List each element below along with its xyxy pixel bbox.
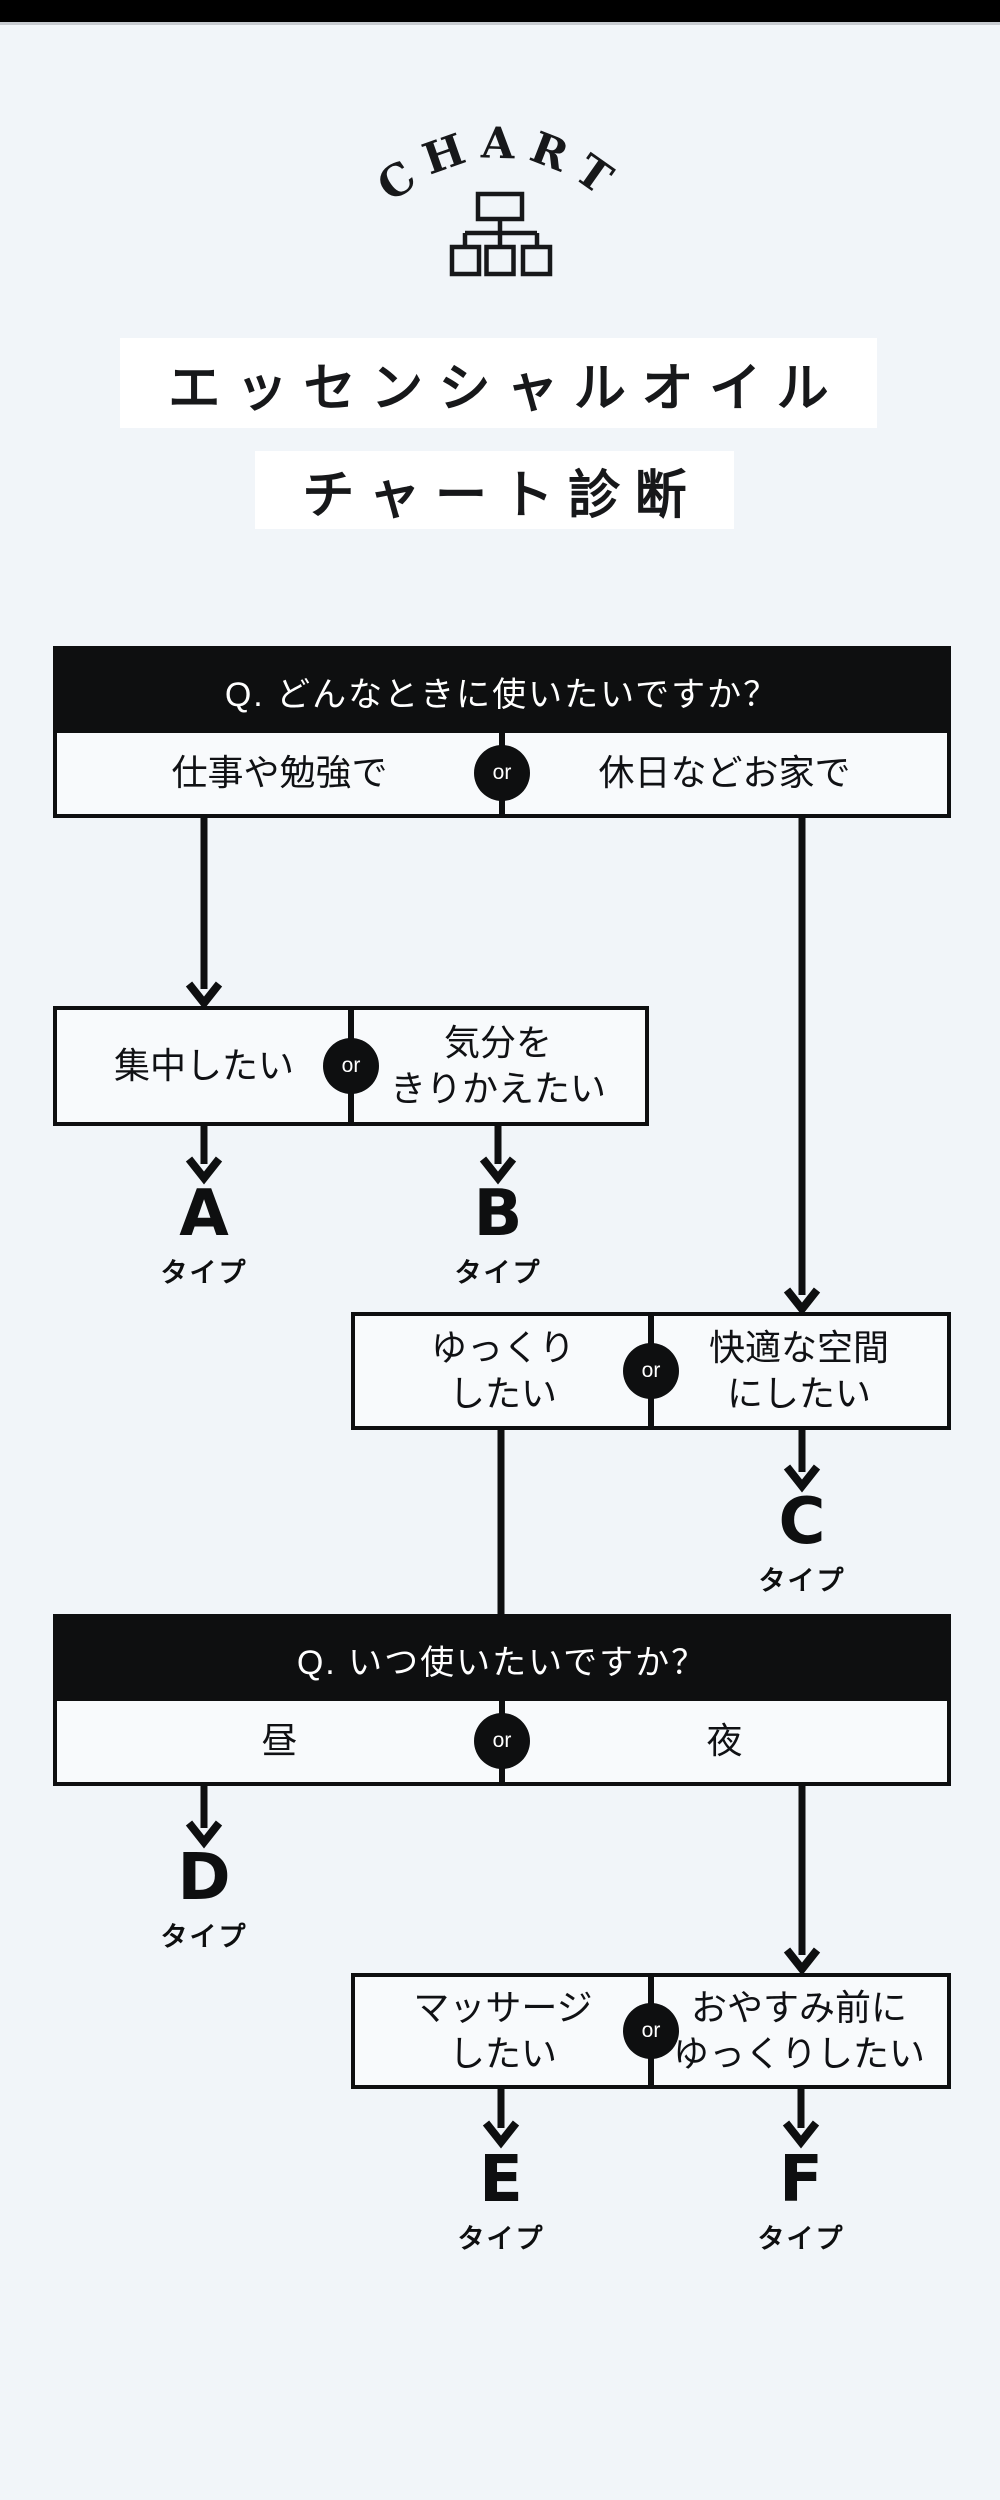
or-badge: or (323, 1038, 379, 1094)
arrow-head-icon (783, 1464, 821, 1493)
answer-night: 夜 (706, 1719, 743, 1761)
branch-box-relax: ゆっくり したい 快適な空間 にしたい or (351, 1312, 951, 1430)
question-box-1: Q. どんなときに使いたいですか？ 仕事や勉強で 休日などお家で or (53, 646, 951, 818)
top-bar (0, 0, 1000, 25)
type-suffix: タイプ (454, 1258, 542, 1288)
branch-box-focus: 集中したい 気分を きりかえたい or (53, 1006, 649, 1126)
page-title-line-2: チャート診断 (255, 451, 734, 529)
type-b-label: B タイプ (455, 1182, 542, 1290)
answer-change-mood: 気分を きりかえたい (389, 1021, 606, 1109)
type-letter: C (778, 1485, 826, 1559)
answer-daytime: 昼 (261, 1719, 298, 1761)
arrow-head-icon (783, 1947, 821, 1976)
branch-focus-answers: 集中したい 気分を きりかえたい or (57, 1010, 645, 1122)
arrow-head-icon (479, 1156, 517, 1185)
or-badge: or (474, 745, 530, 801)
chart-arc-label: CHART (369, 118, 632, 212)
type-e-label: E タイプ (458, 2148, 545, 2256)
type-letter: F (779, 2143, 823, 2217)
question-1-answers: 仕事や勉強で 休日などお家で or (57, 732, 947, 814)
type-letter: A (179, 1177, 229, 1251)
answer-before-sleep: おやすみ前に ゆっくりしたい (672, 1986, 925, 2074)
page-title-line-1: エッセンシャルオイル (120, 338, 877, 428)
question-box-2: Q. いつ使いたいですか？ 昼 夜 or (53, 1614, 951, 1786)
or-badge: or (623, 1343, 679, 1399)
connector-lines (200, 818, 806, 2128)
question-2-header: Q. いつ使いたいですか？ (56, 1617, 948, 1701)
answer-massage: マッサージ したい (413, 1986, 593, 2074)
answer-relax-slowly: ゆっくり したい (430, 1326, 575, 1414)
type-letter: B (473, 1177, 523, 1251)
arrow-head-icon (783, 1287, 821, 1316)
or-badge: or (623, 2003, 679, 2059)
arrow-heads (185, 981, 821, 2149)
type-suffix: タイプ (160, 1922, 248, 1952)
question-2-answers: 昼 夜 or (57, 1700, 947, 1782)
type-suffix: タイプ (457, 2224, 545, 2254)
type-f-label: F タイプ (758, 2148, 845, 2256)
type-suffix: タイプ (758, 1566, 846, 1596)
type-letter: D (177, 1841, 231, 1915)
branch-relax-answers: ゆっくり したい 快適な空間 にしたい or (355, 1316, 947, 1426)
arrow-head-icon (185, 981, 223, 1010)
arrow-head-icon (782, 2120, 820, 2149)
type-letter: E (479, 2143, 523, 2217)
branch-box-night: マッサージ したい おやすみ前に ゆっくりしたい or (351, 1973, 951, 2089)
arrow-head-icon (185, 1156, 223, 1185)
type-d-label: D タイプ (161, 1846, 248, 1954)
answer-home-holiday: 休日などお家で (598, 751, 851, 793)
answer-comfortable-space: 快適な空間 にしたい (708, 1326, 889, 1414)
type-a-label: A タイプ (161, 1182, 248, 1290)
arrow-head-icon (185, 1820, 223, 1849)
answer-concentrate: 集中したい (113, 1044, 294, 1086)
org-chart-icon (449, 191, 553, 277)
type-suffix: タイプ (757, 2224, 845, 2254)
type-c-label: C タイプ (759, 1490, 846, 1598)
type-suffix: タイプ (160, 1258, 248, 1288)
answer-work-study: 仕事や勉強で (171, 751, 388, 793)
or-badge: or (474, 1713, 530, 1769)
branch-night-answers: マッサージ したい おやすみ前に ゆっくりしたい or (355, 1977, 947, 2085)
question-1-header: Q. どんなときに使いたいですか？ (56, 649, 948, 733)
arrow-head-icon (482, 2120, 520, 2149)
